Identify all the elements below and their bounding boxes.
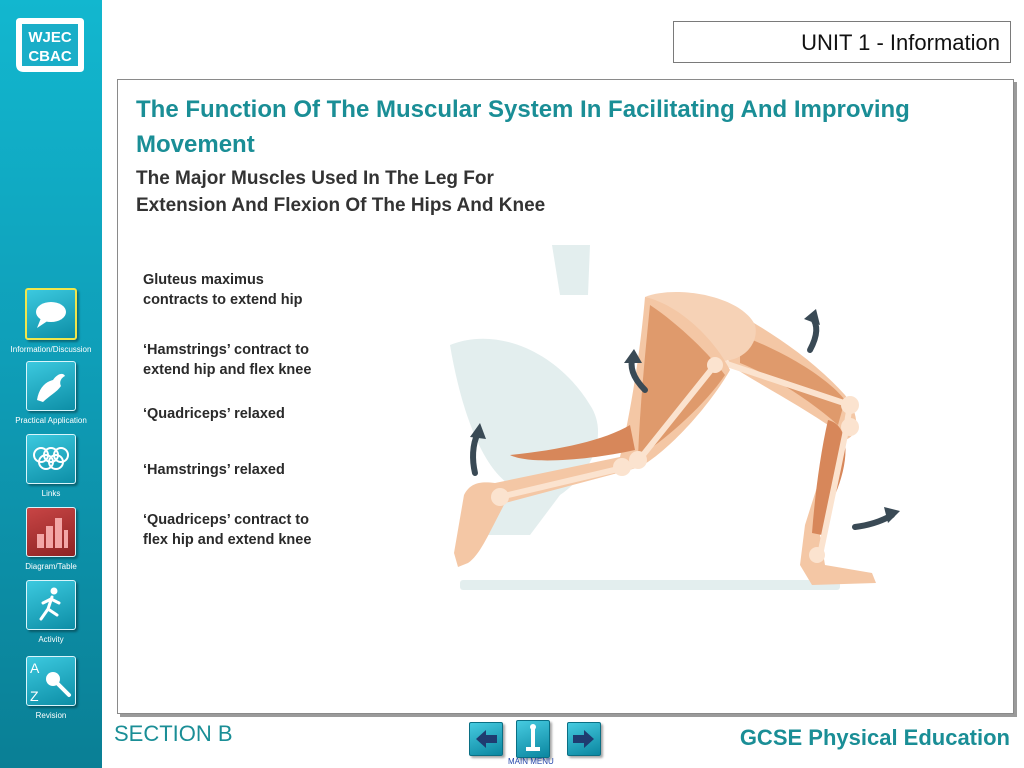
subtitle-line: The Major Muscles Used In The Leg For — [136, 168, 494, 189]
logo-line2: CBAC — [28, 48, 71, 65]
speech-bubble-icon[interactable] — [25, 288, 77, 340]
statue-icon — [526, 724, 540, 751]
sidebar-item-activity[interactable]: Activity — [0, 580, 102, 644]
brand-title: GCSE Physical Education — [739, 725, 1010, 750]
olympic-rings-icon[interactable] — [26, 434, 76, 484]
sidebar: WJEC CBAC Information/Discussion Practic… — [0, 0, 102, 768]
label-line: ‘Hamstrings’ relaxed — [143, 462, 285, 478]
sidebar-item-information-discussion[interactable]: Information/Discussion — [0, 288, 102, 354]
label-line: flex hip and extend knee — [143, 532, 312, 548]
unit-title: UNIT 1 - Information — [801, 30, 1000, 55]
label-line: ‘Hamstrings’ contract to — [143, 342, 309, 358]
page-subtitle: The Major Muscles Used In The Leg For Ex… — [136, 165, 656, 219]
previous-button[interactable] — [469, 722, 503, 756]
sidebar-item-label: Information/Discussion — [10, 345, 92, 354]
arrow-right-icon — [573, 730, 594, 748]
sidebar-item-links[interactable]: Links — [0, 434, 102, 498]
sidebar-item-label: Diagram/Table — [25, 562, 77, 571]
label-hamstrings-contract: ‘Hamstrings’ contract to extend hip and … — [143, 340, 363, 380]
main-menu-button[interactable] — [516, 720, 550, 758]
label-gluteus-maximus: Gluteus maximus contracts to extend hip — [143, 270, 363, 310]
subtitle-line: Extension And Flexion Of The Hips And Kn… — [136, 195, 546, 216]
label-line: ‘Quadriceps’ relaxed — [143, 406, 285, 422]
revision-letter-a: A — [30, 660, 40, 676]
sidebar-item-label: Revision — [35, 711, 67, 720]
page-title: The Function Of The Muscular System In F… — [136, 96, 910, 158]
label-hamstrings-relaxed: ‘Hamstrings’ relaxed — [143, 460, 363, 480]
label-line: Gluteus maximus — [143, 272, 264, 288]
sidebar-item-label: Practical Application — [15, 416, 87, 425]
label-line: contracts to extend hip — [143, 292, 303, 308]
revision-letter-z: Z — [30, 688, 39, 704]
wjec-cbac-logo: WJEC CBAC — [16, 18, 84, 72]
label-line: ‘Quadriceps’ contract to — [143, 512, 309, 528]
runner-icon[interactable] — [26, 580, 76, 630]
sidebar-item-label: Links — [41, 489, 61, 498]
arrow-left-icon — [476, 730, 497, 748]
label-line: extend hip and flex knee — [143, 362, 312, 378]
a-z-magnifier-icon[interactable]: A Z — [26, 656, 76, 706]
sidebar-item-revision[interactable]: A Z Revision — [0, 656, 102, 720]
sidebar-item-practical-application[interactable]: Practical Application — [0, 361, 102, 425]
label-quadriceps-contract: ‘Quadriceps’ contract to flex hip and ex… — [143, 510, 363, 550]
unit-title-box: UNIT 1 - Information — [673, 21, 1011, 63]
leg-muscles-illustration — [450, 245, 900, 590]
sidebar-item-label: Activity — [38, 635, 64, 644]
flexed-arm-icon[interactable] — [26, 361, 76, 411]
arrow-up-icon — [470, 430, 481, 476]
main-menu-link[interactable]: MAIN MENU — [508, 757, 554, 766]
front-leg — [454, 297, 730, 567]
logo-line1: WJEC — [28, 29, 72, 46]
next-button[interactable] — [567, 722, 601, 756]
bar-chart-icon[interactable] — [26, 507, 76, 557]
label-quadriceps-relaxed: ‘Quadriceps’ relaxed — [143, 404, 363, 424]
section-label: SECTION B — [114, 721, 233, 746]
sidebar-item-diagram-table[interactable]: Diagram/Table — [0, 507, 102, 571]
